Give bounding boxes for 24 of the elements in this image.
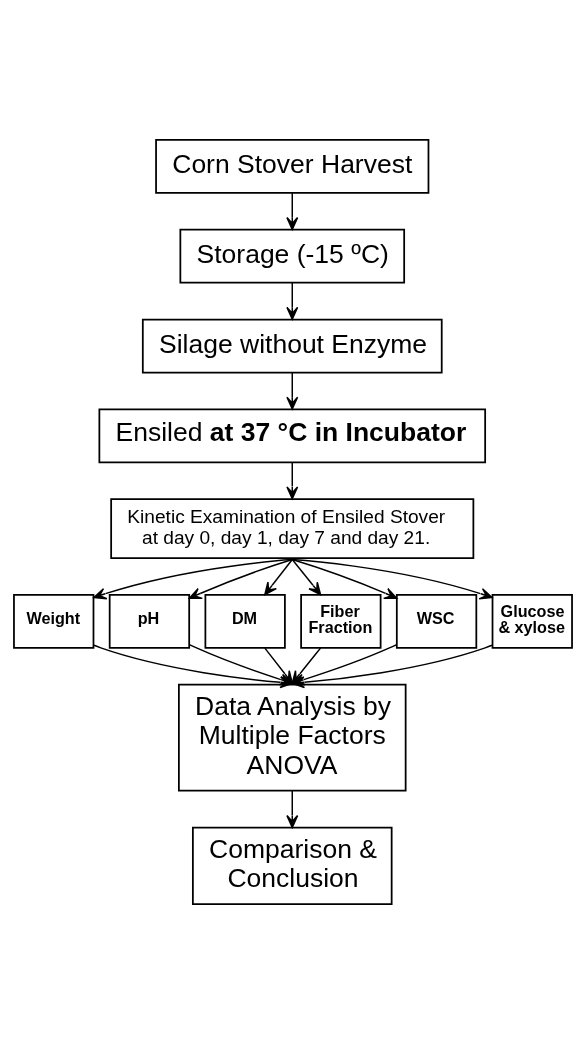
arrow — [286, 462, 299, 500]
node-box: Weight — [13, 594, 95, 649]
node-box: Kinetic Examination of Ensiled Stover at day 0, day 1, day 7 and day 21. — [110, 498, 475, 559]
node-box: Silage without Enzyme — [141, 318, 443, 374]
node-box: Fiber Fraction — [300, 594, 382, 649]
arrow — [93, 558, 293, 600]
arrow — [264, 558, 293, 596]
node-box: Data Analysis by Multiple Factors ANOVA — [178, 683, 407, 792]
arrow — [286, 790, 299, 829]
node-box: Ensiled at 37 °C in Incubator — [98, 408, 487, 464]
node-box: DM — [204, 594, 286, 649]
arrow — [291, 558, 493, 600]
arrow — [291, 558, 322, 596]
node-box: Storage (-15 ºC) — [179, 228, 406, 284]
arrow — [286, 192, 299, 231]
arrow — [286, 371, 299, 410]
arrow — [291, 558, 398, 600]
arrow — [286, 282, 299, 320]
node-box: WSC — [395, 594, 478, 649]
node-box: Corn Stover Harvest — [155, 139, 430, 194]
arrow — [188, 558, 293, 600]
node-box: Glucose & xylose — [491, 594, 573, 649]
node-box: Comparison & Conclusion — [192, 826, 393, 905]
node-box: pH — [108, 594, 191, 649]
